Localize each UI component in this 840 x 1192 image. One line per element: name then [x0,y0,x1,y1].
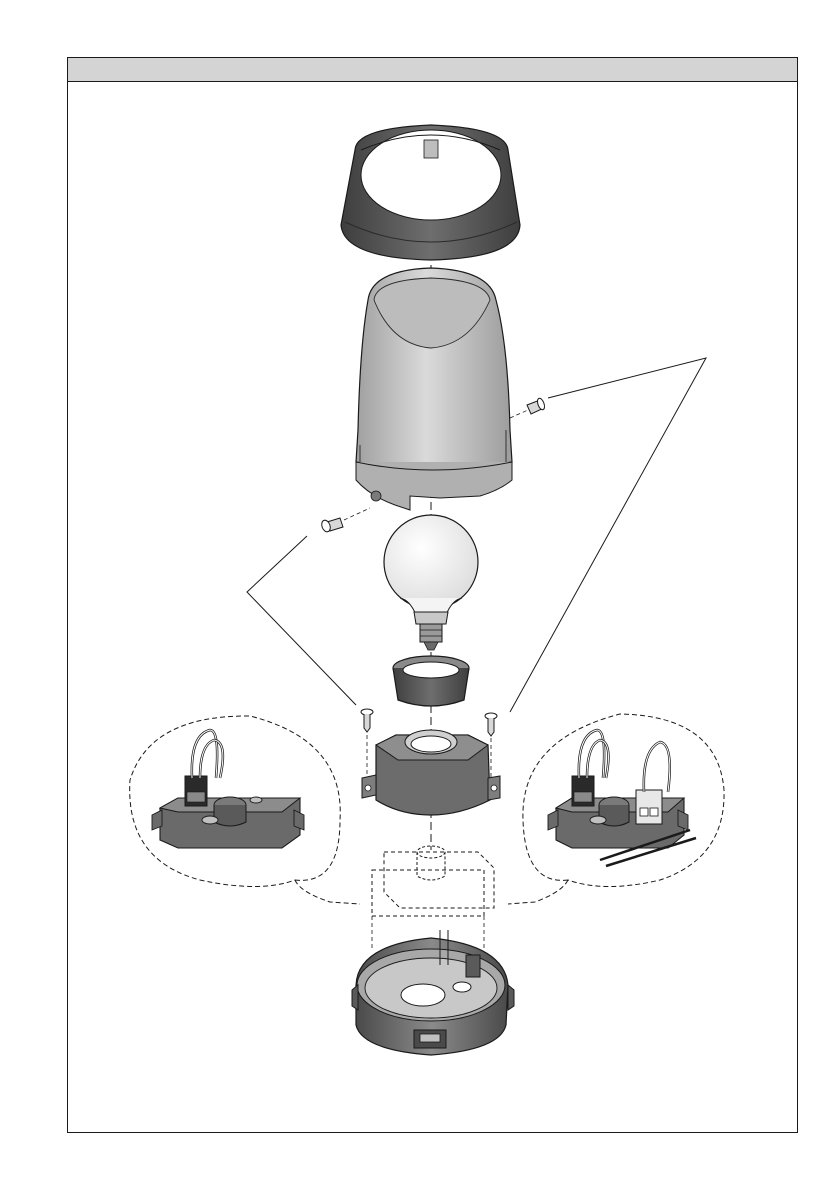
lamp-socket-collar [393,656,469,706]
detail-callout-right [508,714,724,904]
diffuser-cover [356,268,512,510]
globe-bulb [384,515,478,650]
base-ring [352,930,514,1055]
mounting-screw-left [361,709,373,780]
side-screw-left [320,508,370,533]
side-screw-right [510,397,546,418]
detail-callout-left [130,716,360,904]
top-ring [341,125,520,260]
terminal-block-hidden [372,846,494,950]
socket-housing [362,730,500,815]
